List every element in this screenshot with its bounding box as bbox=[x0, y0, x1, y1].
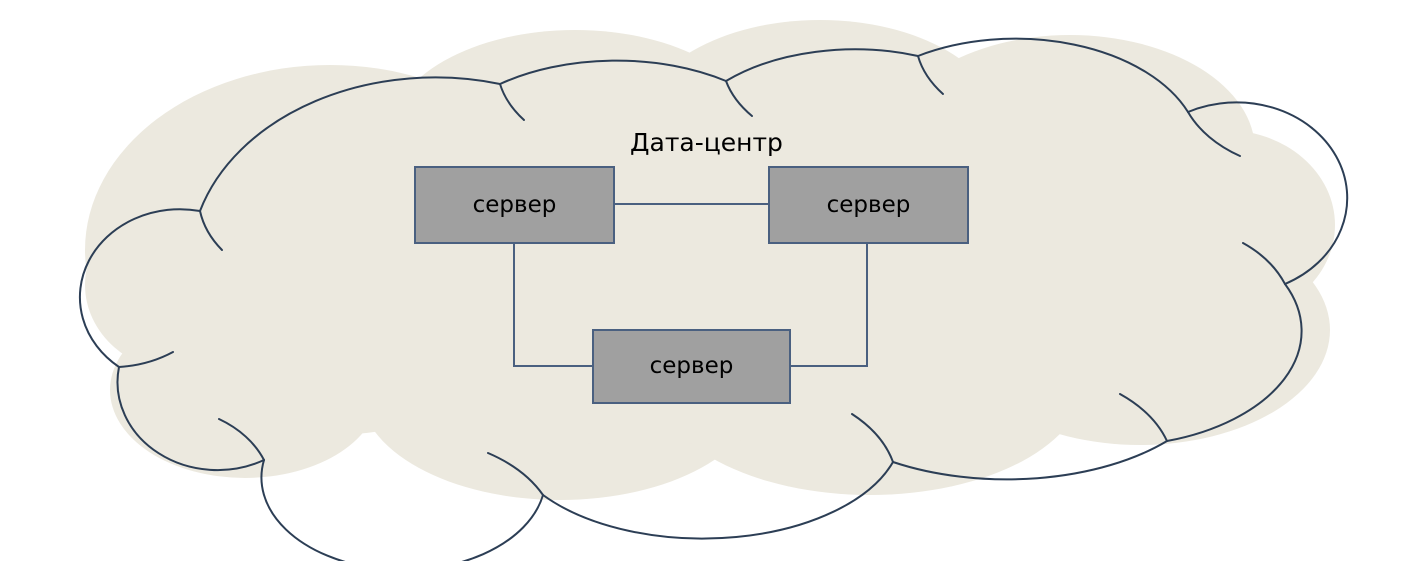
node-server-right[interactable]: сервер bbox=[768, 166, 969, 244]
node-server-left[interactable]: сервер bbox=[414, 166, 615, 244]
node-server-bottom[interactable]: сервер bbox=[592, 329, 791, 404]
node-server-left-label: сервер bbox=[472, 191, 557, 218]
node-server-bottom-label: сервер bbox=[649, 353, 734, 379]
node-server-right-label: сервер bbox=[826, 191, 911, 218]
cloud-inner-tails bbox=[118, 55, 1286, 496]
cloud-body bbox=[85, 20, 1335, 500]
cloud-outline bbox=[78, 37, 1349, 561]
page-title: Дата-центр bbox=[630, 128, 783, 157]
connector-layer bbox=[513, 203, 868, 367]
connector-left-to-bottom bbox=[513, 244, 592, 367]
connector-right-to-bottom bbox=[791, 244, 868, 367]
